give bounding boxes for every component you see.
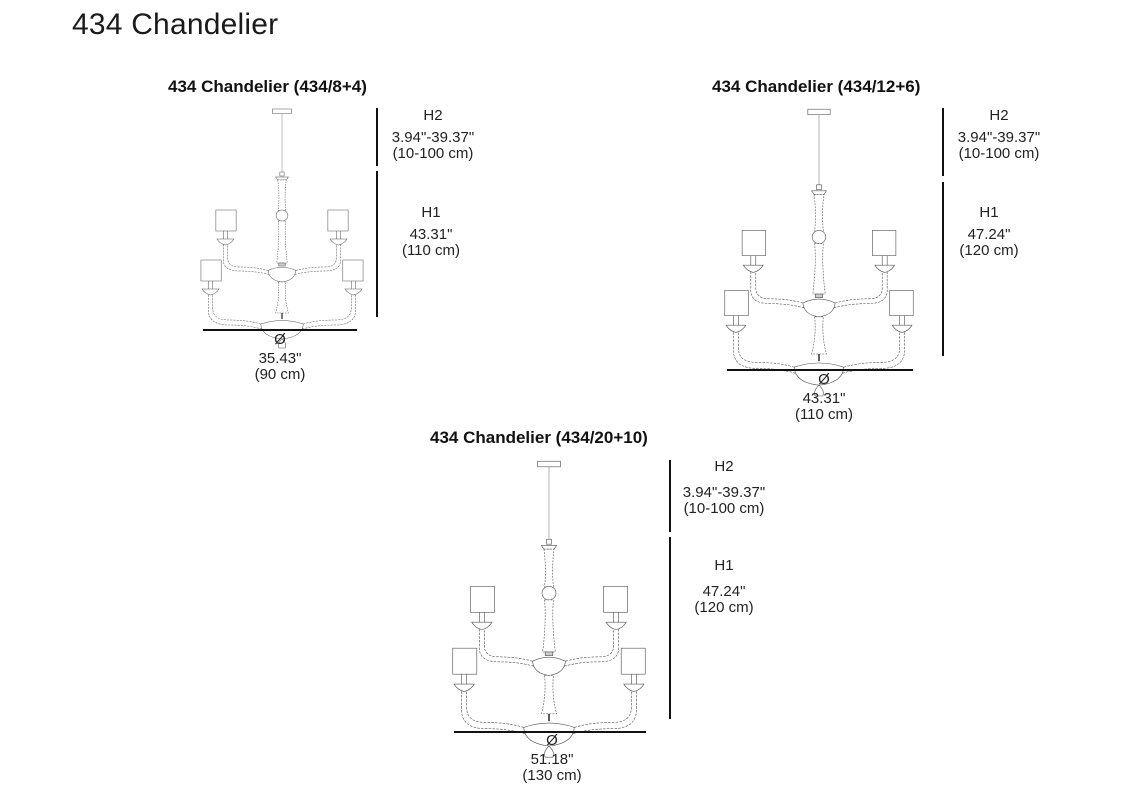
h1-inches: 43.31" (409, 226, 453, 243)
h2-label: H2 (423, 107, 443, 124)
h2-cm: (10-100 cm) (683, 500, 765, 517)
h2-dimension-line (669, 460, 671, 532)
diameter-inches: 43.31" (802, 390, 846, 407)
diameter-dimension: Ø 35.43" (90 cm) (235, 332, 325, 383)
h2-dimension-line (942, 108, 944, 176)
h1-inches: 47.24" (967, 226, 1011, 243)
h1-dimension-line (942, 182, 944, 356)
h2-cm: (10-100 cm) (958, 145, 1040, 162)
diameter-cm: (130 cm) (522, 767, 582, 784)
h2-dimension: H2 3.94"-39.37" (10-100 cm) (678, 459, 770, 517)
diameter-cm: (90 cm) (254, 366, 306, 383)
h1-label: H1 (979, 204, 999, 221)
h1-cm: (110 cm) (401, 242, 461, 259)
diameter-dimension: Ø 51.18" (130 cm) (506, 733, 598, 784)
chandelier-drawing (723, 108, 915, 397)
diameter-dimension: Ø 43.31" (110 cm) (778, 372, 870, 423)
h2-dimension-line (376, 108, 378, 166)
chandelier-drawing (200, 108, 364, 349)
h1-cm: (120 cm) (959, 242, 1019, 259)
h1-dimension: H1 47.24" (120 cm) (678, 558, 770, 616)
model-title: 434 Chandelier (434/12+6) (712, 77, 921, 96)
h2-cm: (10-100 cm) (392, 145, 474, 162)
h2-inches: 3.94"-39.37" (957, 129, 1041, 146)
diameter-label: Ø (818, 371, 830, 388)
h2-label: H2 (989, 107, 1009, 124)
diameter-dimension-line (454, 731, 646, 733)
h1-dimension: H1 47.24" (120 cm) (943, 205, 1035, 259)
h1-label: H1 (714, 557, 734, 574)
h1-label: H1 (421, 204, 441, 221)
h2-dimension: H2 3.94"-39.37" (10-100 cm) (953, 108, 1045, 162)
chandelier-drawing (451, 460, 647, 758)
model-title: 434 Chandelier (434/8+4) (168, 77, 367, 96)
h1-dimension-line (376, 171, 378, 317)
h1-cm: (120 cm) (694, 599, 754, 616)
diameter-dimension-line (203, 329, 357, 331)
h2-inches: 3.94"-39.37" (682, 484, 766, 501)
diameter-inches: 35.43" (258, 350, 302, 367)
h2-dimension: H2 3.94"-39.37" (10-100 cm) (388, 108, 478, 162)
h2-label: H2 (714, 458, 734, 475)
h2-inches: 3.94"-39.37" (391, 129, 475, 146)
diameter-dimension-line (727, 369, 913, 371)
h1-dimension: H1 43.31" (110 cm) (386, 205, 476, 259)
diameter-cm: (110 cm) (794, 406, 854, 423)
page-title: 434 Chandelier (72, 8, 279, 41)
h1-dimension-line (669, 537, 671, 719)
diameter-label: Ø (546, 732, 558, 749)
diameter-inches: 51.18" (530, 751, 574, 768)
h1-inches: 47.24" (702, 583, 746, 600)
model-title: 434 Chandelier (434/20+10) (430, 428, 648, 447)
diameter-label: Ø (274, 331, 286, 348)
